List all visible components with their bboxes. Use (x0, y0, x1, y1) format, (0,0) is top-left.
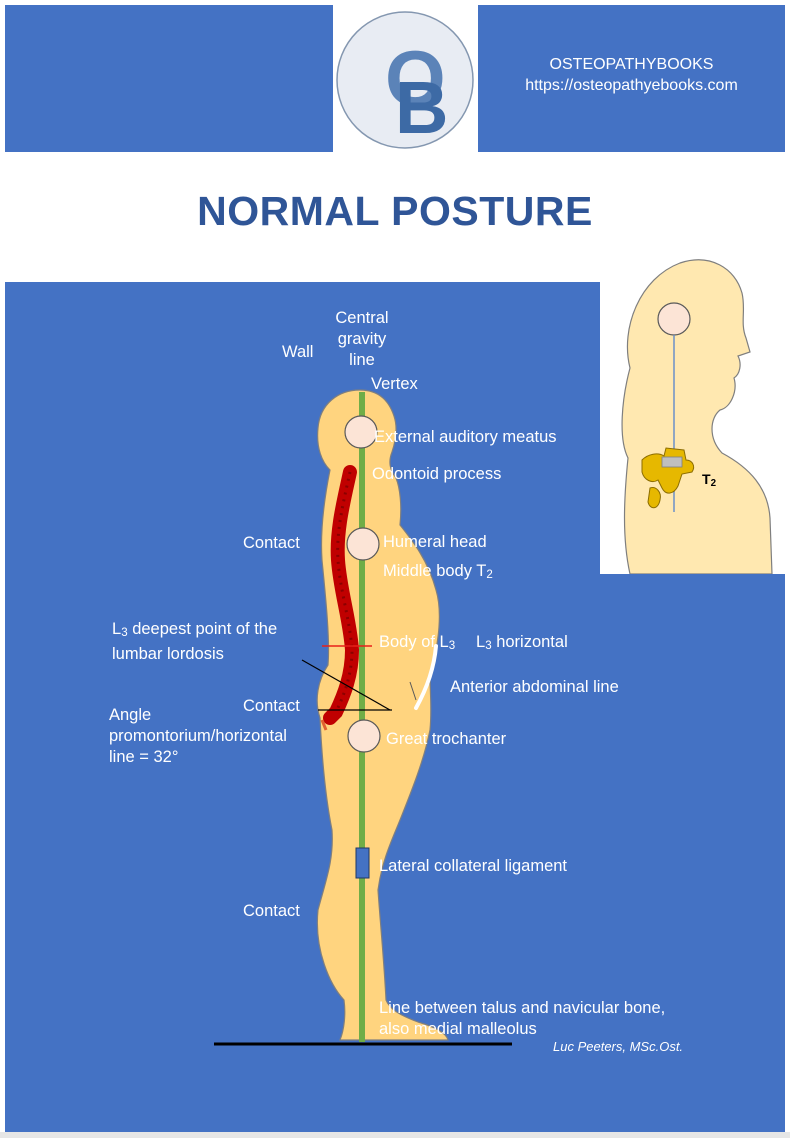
wall-label: Wall (282, 343, 314, 361)
anterior-abdominal-line-label: Anterior abdominal line (450, 678, 619, 696)
ob-logo: O B (336, 11, 474, 149)
contact-lower-label: Contact (243, 902, 300, 920)
central-gravity-line-label: Central gravity line (335, 309, 389, 369)
inset-panel (600, 248, 788, 575)
external-auditory-meatus-circle (344, 415, 378, 449)
brand-block: OSTEOPATHYBOOKS https://osteopathyebooks… (478, 54, 785, 96)
coccyx (320, 719, 328, 731)
talus-navicular-label: Line between talus and navicular bone, a… (379, 999, 666, 1038)
page-title: NORMAL POSTURE (197, 188, 593, 234)
promontorium-line (301, 659, 391, 711)
great-trochanter-circle (347, 719, 381, 753)
contact-upper-label: Contact (243, 534, 300, 552)
author-credit: Luc Peeters, MSc.Ost. (553, 1039, 684, 1054)
logo-letter-b: B (395, 66, 448, 149)
middle-body-t2-label: Middle body T2 (383, 562, 493, 581)
brand-url[interactable]: https://osteopathyebooks.com (525, 77, 738, 94)
spine-segments (334, 471, 354, 713)
anterior-abdominal-line (414, 644, 438, 710)
humeral-head-label: Humeral head (383, 533, 487, 551)
great-trochanter-label: Great trochanter (386, 730, 507, 748)
external-auditory-meatus-label: External auditory meatus (374, 428, 557, 446)
logo-letter-o: O (385, 34, 446, 122)
inset-t2-label: T2 (702, 471, 717, 489)
bottom-strip (0, 1132, 790, 1138)
vertex-label: Vertex (371, 375, 418, 393)
humeral-head-circle (346, 527, 380, 561)
l3-deepest-point-label: L3 deepest point of the lumbar lordosis (112, 620, 278, 663)
header-band-left (5, 5, 333, 152)
abdominal-pointer (409, 681, 417, 701)
lateral-collateral-ligament-label: Lateral collateral ligament (379, 857, 568, 875)
body-of-l3-label: Body of L3 (379, 633, 456, 652)
header-band-right (478, 5, 785, 152)
inset-vertebra-icon (641, 447, 695, 509)
contact-middle-label: Contact (243, 697, 300, 715)
inset-head-illustration (621, 259, 773, 575)
odontoid-process-label: Odontoid process (372, 465, 502, 483)
lateral-collateral-ligament-marker (355, 847, 370, 879)
l3-horizontal-label: L3 horizontal (476, 633, 568, 652)
angle-label: Angle promontorium/horizontal line = 32° (109, 706, 287, 766)
logo-area: O B (333, 5, 478, 152)
brand-name: OSTEOPATHYBOOKS (549, 56, 714, 73)
